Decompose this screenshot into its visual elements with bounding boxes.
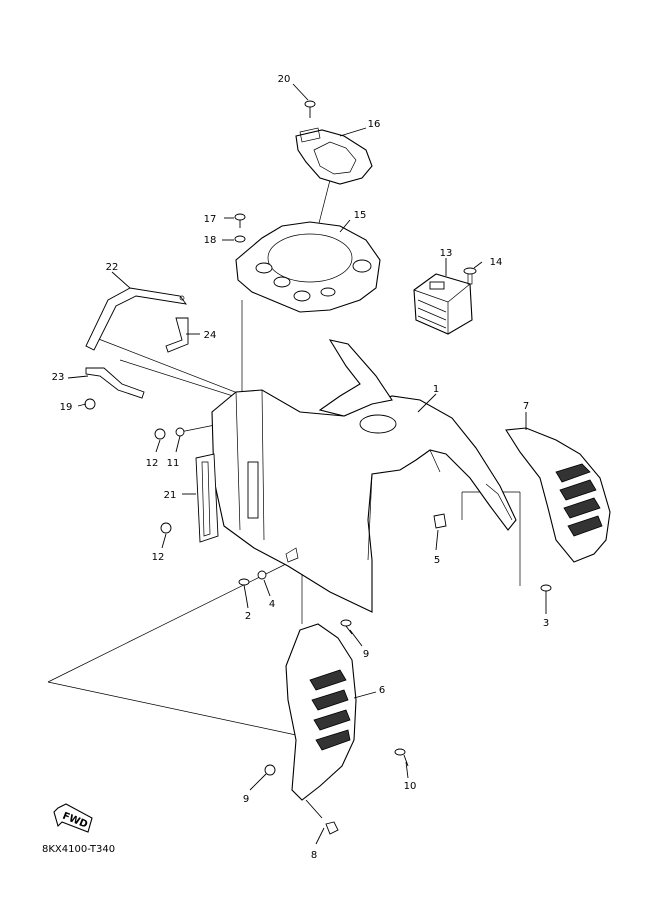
callout-4: 4 <box>269 599 275 610</box>
callout-22: 22 <box>106 262 119 273</box>
callout-9a: 9 <box>363 649 369 660</box>
callout-16: 16 <box>368 119 381 130</box>
callout-21: 21 <box>164 490 177 501</box>
part-6-left-side-cover <box>285 623 357 801</box>
callout-5: 5 <box>434 555 440 566</box>
callout-1: 1 <box>433 384 439 395</box>
callout-17: 17 <box>204 214 217 225</box>
part-18-washer <box>234 235 246 243</box>
part-15-meter-panel <box>235 221 381 313</box>
part-8-bolt <box>305 799 339 835</box>
callout-6: 6 <box>379 685 385 696</box>
diagram-code: 8KX4100-T340 <box>42 844 115 855</box>
part-22-bracket <box>85 287 188 351</box>
callout-8: 8 <box>311 850 317 861</box>
part-11-washer <box>175 427 185 437</box>
fwd-arrow-icon: FWD <box>53 803 93 833</box>
part-12-nut-a <box>154 428 166 440</box>
callout-20: 20 <box>278 74 291 85</box>
callout-12b: 12 <box>152 552 165 563</box>
callout-10: 10 <box>404 781 417 792</box>
part-24-bracket <box>165 317 189 353</box>
callout-18: 18 <box>204 235 217 246</box>
leader-lines <box>67 83 547 845</box>
part-9-screw-b <box>264 764 276 776</box>
part-21-side-plate <box>195 453 219 543</box>
part-13-box <box>413 273 473 335</box>
callout-12a: 12 <box>146 458 159 469</box>
part-16-upper-bracket <box>295 127 373 185</box>
part-20-screw <box>304 100 316 118</box>
callout-14: 14 <box>490 257 503 268</box>
part-2-screw <box>238 578 250 597</box>
part-19-nut <box>84 398 96 410</box>
callout-23: 23 <box>52 372 65 383</box>
part-5-clip <box>433 513 447 529</box>
part-12-nut-b <box>160 522 172 534</box>
callout-19: 19 <box>60 402 73 413</box>
callout-9b: 9 <box>243 794 249 805</box>
part-17-screw <box>234 213 246 228</box>
callout-3: 3 <box>543 618 549 629</box>
part-14-rivet <box>463 267 477 285</box>
part-9-screw-a <box>340 619 353 635</box>
callout-labels: 1 2 3 4 5 6 7 8 9 9 10 11 12 12 13 14 15… <box>52 74 550 861</box>
fasteners <box>84 100 552 835</box>
part-4-washer <box>257 570 267 580</box>
callout-11: 11 <box>167 458 180 469</box>
callout-13: 13 <box>440 248 453 259</box>
part-10-screw <box>394 748 409 767</box>
callout-24: 24 <box>204 330 217 341</box>
callout-15: 15 <box>354 210 367 221</box>
callout-7: 7 <box>523 401 529 412</box>
part-1-front-cover <box>211 339 517 613</box>
part-7-right-side-cover <box>505 427 611 563</box>
callout-2: 2 <box>245 611 251 622</box>
part-23-bracket <box>85 367 145 399</box>
part-3-screw <box>540 584 552 602</box>
